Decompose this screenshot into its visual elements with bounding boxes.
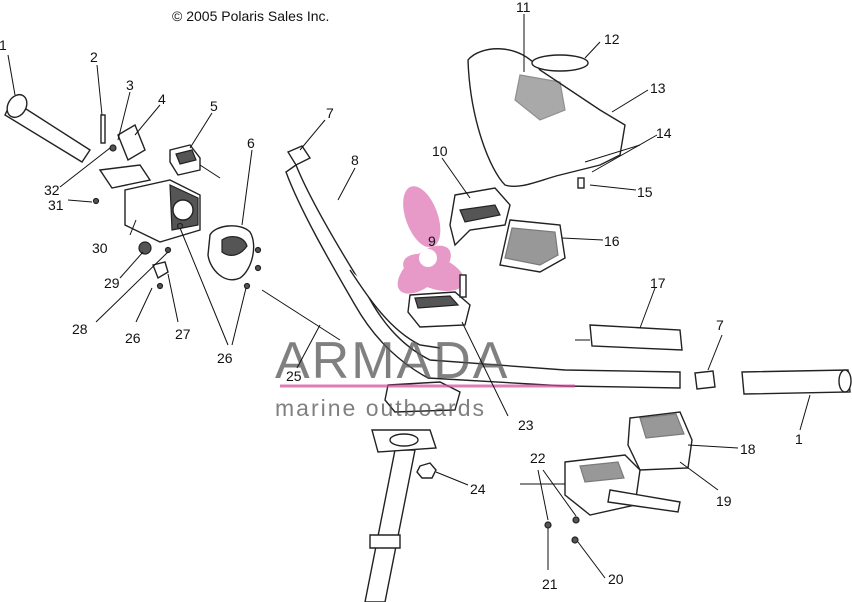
handlebar-clamp-lower <box>384 381 461 413</box>
callout-26-right: 26 <box>217 350 233 366</box>
leader-lines <box>7 14 811 579</box>
right-grip-heated <box>575 324 683 351</box>
callout-7-right: 7 <box>716 317 724 333</box>
callout-1-right: 1 <box>795 431 803 447</box>
handlebar-shroud <box>467 48 641 189</box>
switch-component <box>169 144 221 179</box>
left-grip <box>4 93 91 163</box>
small-hardware <box>92 197 184 290</box>
propeller-icon <box>397 186 465 294</box>
watermark-logo <box>397 186 465 294</box>
watermark-brand: ARMADA <box>275 332 509 390</box>
callout-31: 31 <box>48 197 64 213</box>
callout-28: 28 <box>72 321 88 337</box>
steering-column <box>364 429 437 602</box>
callout-2: 2 <box>90 49 98 65</box>
callout-17: 17 <box>650 275 666 291</box>
callout-13: 13 <box>650 80 666 96</box>
callout-15: 15 <box>637 184 653 200</box>
callout-32: 32 <box>44 182 60 198</box>
callout-30: 30 <box>92 240 108 256</box>
handlebar-cover <box>449 187 511 247</box>
callout-5: 5 <box>210 98 218 114</box>
right-control-housing <box>627 411 693 471</box>
watermark-text: ARMADA marine outboards <box>275 332 575 421</box>
bar-end-plug-right <box>694 370 716 390</box>
callout-21: 21 <box>542 576 558 592</box>
callout-12: 12 <box>604 31 620 47</box>
watermark-tagline: marine outboards <box>275 395 486 421</box>
callout-8: 8 <box>351 152 359 168</box>
callout-3: 3 <box>126 77 134 93</box>
callout-4: 4 <box>158 91 166 107</box>
callout-24: 24 <box>470 481 486 497</box>
throttle-cable <box>261 289 341 341</box>
nut <box>416 462 437 479</box>
callout-22: 22 <box>530 450 546 466</box>
right-grip <box>741 369 852 395</box>
callout-numbers: 1 2 3 4 5 6 7 8 9 10 11 12 13 14 15 16 1… <box>0 0 803 592</box>
bar-end-plug-left <box>286 145 312 166</box>
callout-10: 10 <box>432 143 448 159</box>
callout-25: 25 <box>286 368 302 384</box>
throttle-housing <box>207 225 262 290</box>
callout-1-left: 1 <box>0 37 7 53</box>
handlebar-clamp-upper <box>407 274 471 328</box>
callout-11: 11 <box>516 0 531 15</box>
copyright-text: © 2005 Polaris Sales Inc. <box>172 8 329 24</box>
callout-20: 20 <box>608 571 624 587</box>
handlebar-pad <box>499 219 566 273</box>
brake-lever-assembly <box>520 454 681 544</box>
callout-27: 27 <box>175 326 191 342</box>
callout-29: 29 <box>104 275 120 291</box>
callout-14: 14 <box>656 125 672 141</box>
left-control-housing <box>98 114 201 243</box>
callout-16: 16 <box>604 233 620 249</box>
callout-19: 19 <box>716 493 732 509</box>
callout-26-left: 26 <box>125 330 141 346</box>
callout-18: 18 <box>740 441 756 457</box>
callout-7-upper: 7 <box>326 105 334 121</box>
callout-6: 6 <box>247 135 255 151</box>
callout-9: 9 <box>428 233 436 249</box>
callout-23: 23 <box>518 417 534 433</box>
